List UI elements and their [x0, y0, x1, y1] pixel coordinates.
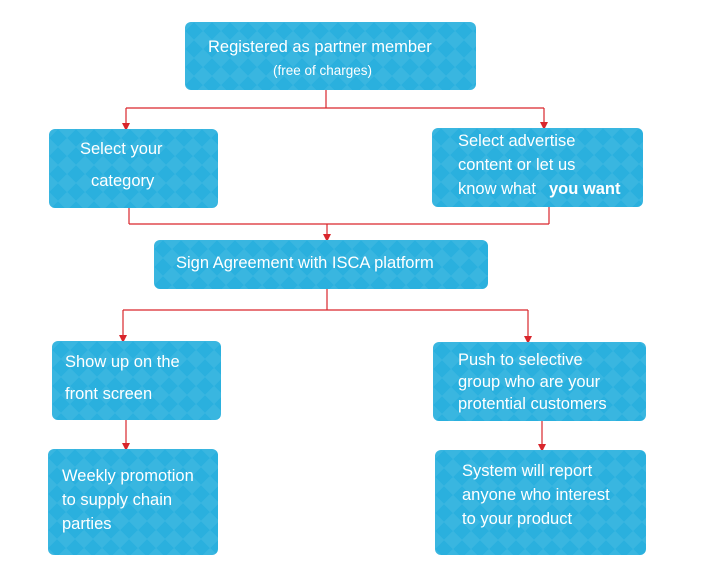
- node-registered-title: Registered as partner member: [208, 38, 432, 56]
- node-weekly-promotion-line2: to supply chain: [62, 491, 173, 509]
- node-select-advertise-line2: content or let us: [458, 156, 576, 174]
- connector-merge: [128, 207, 550, 225]
- node-registered-subtitle: (free of charges): [273, 63, 373, 78]
- node-select-advertise-line3-bold: you want: [549, 180, 621, 198]
- node-system-report-line1: System will report: [462, 462, 593, 480]
- node-push-group-line1: Push to selective: [458, 351, 583, 369]
- connector-registered-split: [126, 90, 544, 109]
- node-system-report: System will report anyone who interest t…: [435, 450, 646, 555]
- node-weekly-promotion-line3: parties: [62, 515, 112, 533]
- node-show-up-line2: front screen: [65, 385, 153, 403]
- connector-sign-split: [123, 289, 528, 311]
- node-select-category-line2: category: [91, 172, 155, 190]
- node-select-advertise-line1: Select advertise: [458, 132, 576, 150]
- node-push-group: Push to selective group who are your pro…: [433, 342, 646, 421]
- node-select-advertise-line3: know what: [458, 180, 536, 198]
- node-select-category-line1: Select your: [80, 140, 163, 158]
- node-system-report-line3: to your product: [462, 510, 573, 528]
- node-push-group-line2: group who are your: [458, 373, 601, 391]
- node-push-group-line3: protential customers: [458, 395, 607, 413]
- node-show-up-line1: Show up on the: [65, 353, 180, 371]
- node-weekly-promotion-line1: Weekly promotion: [62, 467, 194, 485]
- node-select-advertise: Select advertise content or let us know …: [432, 128, 643, 207]
- node-sign-agreement-text: Sign Agreement with ISCA platform: [176, 254, 434, 272]
- node-registered: Registered as partner member (free of ch…: [185, 22, 476, 90]
- node-show-up: Show up on the front screen: [52, 341, 221, 420]
- node-sign-agreement: Sign Agreement with ISCA platform: [154, 240, 488, 289]
- node-system-report-line2: anyone who interest: [462, 486, 610, 504]
- node-select-category: Select your category: [49, 129, 218, 208]
- node-weekly-promotion: Weekly promotion to supply chain parties: [48, 449, 218, 555]
